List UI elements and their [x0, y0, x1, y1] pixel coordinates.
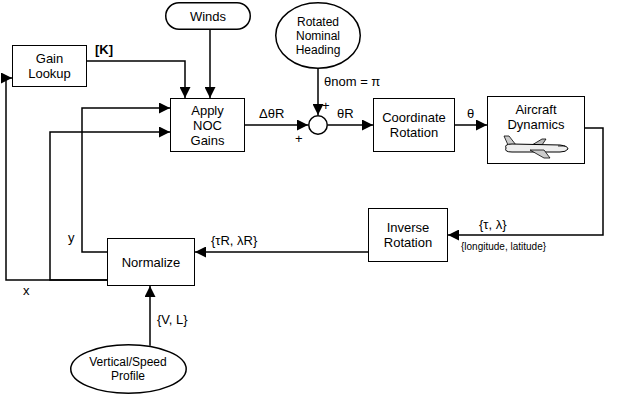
node-label: Winds: [190, 9, 226, 24]
pill-outline: [166, 3, 251, 30]
process-box: Coordinate Rotation: [373, 98, 455, 152]
signal-arrow: [209, 30, 211, 98]
cockpit-window: [558, 146, 565, 147]
process-box: Apply NOC Gains: [170, 98, 245, 152]
signal-arrow: [317, 69, 319, 115]
signal-label: θ: [466, 106, 475, 121]
signal-label: x: [22, 283, 31, 298]
signal-label: ΔθR: [258, 106, 285, 121]
signal-label: θnom = π: [323, 74, 381, 89]
node-label: Gain Lookup: [22, 51, 77, 81]
ellipse-outline: [70, 345, 185, 394]
node-label: Coordinate Rotation: [378, 110, 450, 140]
input-ellipse: Rotated Nominal Heading: [275, 2, 361, 69]
sign-label: +: [322, 98, 330, 113]
node-label: Apply NOC Gains: [183, 103, 233, 148]
aircraft-illustration: [504, 136, 568, 158]
signal-arrow: [82, 108, 170, 252]
signal-arrow: [328, 124, 373, 126]
sign-label: +: [295, 131, 303, 146]
input-ellipse: Vertical/Speed Profile: [70, 344, 187, 394]
signal-label: {τR, λR}: [210, 233, 258, 248]
node-outline: [308, 115, 328, 135]
node-label: Rotated Nominal Heading: [289, 15, 347, 57]
connector-group: [6, 30, 603, 346]
ellipse-outline: [276, 3, 361, 69]
node-label: Inverse Rotation: [375, 220, 441, 250]
node-label: Aircraft Dynamics: [500, 102, 572, 132]
signal-label: [K]: [94, 42, 114, 57]
input-terminal: Winds: [165, 2, 251, 30]
signal-label: y: [67, 230, 76, 245]
process-box: Inverse Rotation: [368, 208, 448, 262]
near-wing: [530, 150, 550, 158]
signal-arrow: [149, 286, 151, 346]
signal-arrow: [195, 251, 368, 253]
signal-label: θR: [336, 106, 355, 121]
signal-label: {τ, λ}: [478, 217, 508, 232]
summing-junction: ++: [308, 115, 328, 135]
signal-arrow: [87, 61, 185, 98]
signal-arrow: [448, 128, 603, 235]
signal-arrow: [245, 124, 308, 126]
process-box: Gain Lookup: [12, 45, 87, 87]
junction-circle: [309, 116, 328, 135]
process-box: Normalize: [107, 238, 195, 286]
signal-label: {V, L}: [156, 312, 189, 327]
process-box: Aircraft Dynamics: [487, 96, 585, 164]
node-label: Normalize: [122, 255, 181, 270]
annotation-label: {longitude, latitude}: [460, 241, 547, 253]
signal-arrow: [455, 124, 487, 126]
node-label: Vertical/Speed Profile: [80, 355, 176, 383]
